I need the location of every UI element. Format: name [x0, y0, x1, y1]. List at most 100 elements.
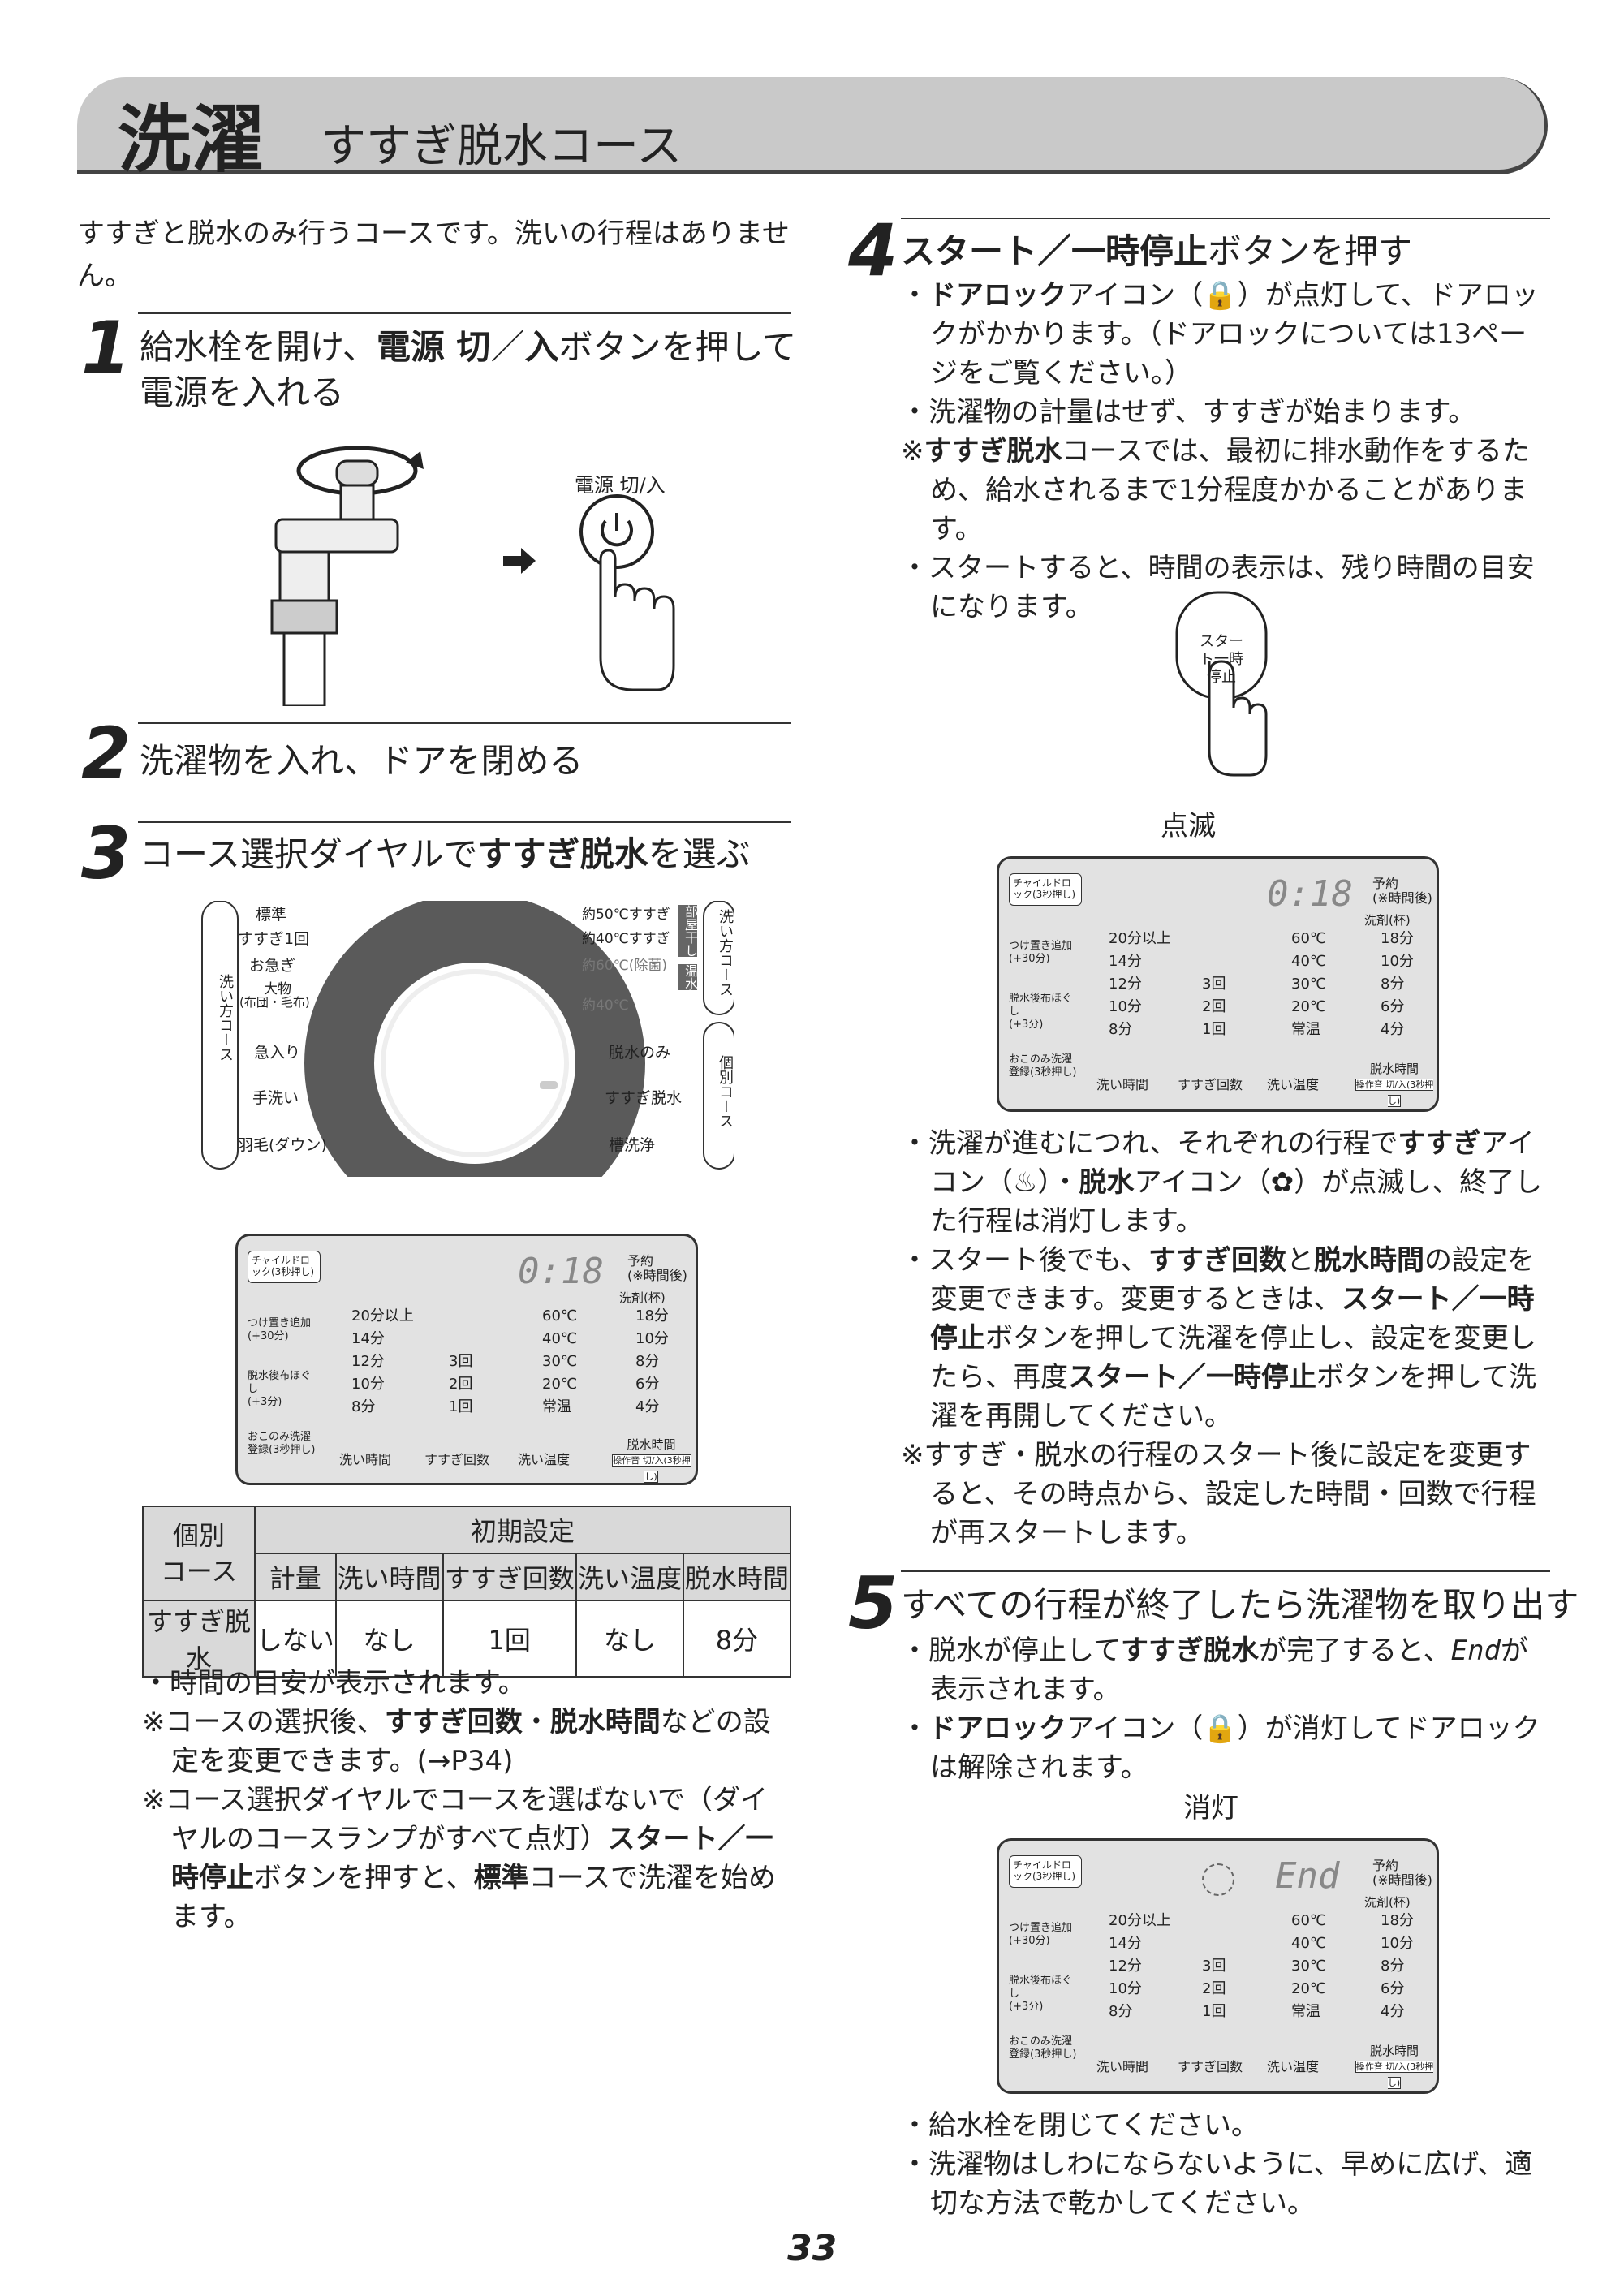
step-title: 給水栓を開け、電源 切／入ボタンを押して電源を入れる: [140, 327, 797, 412]
faucet-illustration: [270, 446, 675, 706]
control-panel: チャイルドロック(3秒押し) つけ置き追加(+30分) 脱水後布ほぐし(+3分)…: [235, 1234, 698, 1485]
divider: [138, 821, 791, 823]
side-label: 温水: [678, 964, 698, 990]
table-col-header: 計量: [254, 1553, 337, 1601]
step-title: 洗濯物を入れ、ドアを閉める: [140, 741, 584, 781]
table-header-course: 個別コース: [142, 1506, 256, 1601]
table-cell: 1回: [442, 1600, 577, 1678]
dial-label: 約50℃すすぎ: [582, 907, 670, 923]
dial-label: お急ぎ: [249, 957, 296, 975]
dial-label: 大物: [264, 981, 291, 997]
table-row-header: すすぎ脱水: [142, 1600, 256, 1678]
rinse-count-button[interactable]: すすぎ回数: [424, 1452, 490, 1467]
child-lock-button[interactable]: チャイルドロック(3秒押し): [1009, 873, 1082, 906]
table-col-header: 脱水時間: [682, 1553, 792, 1601]
start-button-illustration: [1175, 591, 1268, 777]
rinse-icon: ♨: [1013, 1166, 1038, 1199]
step-title: スタート／一時停止ボタンを押す: [901, 231, 1413, 271]
spin-time-button[interactable]: 脱水時間操作音 切/入(3秒押し): [1355, 2044, 1434, 2089]
divider: [138, 312, 791, 314]
wash-time-button[interactable]: 洗い時間: [1096, 1077, 1149, 1092]
lock-icon: 🔒: [1203, 1712, 1238, 1745]
dial-label: 槽洗浄: [609, 1136, 656, 1154]
step-number: 1: [81, 306, 131, 390]
wash-temp-button[interactable]: 洗い温度: [1267, 1077, 1320, 1092]
rinse-count-button[interactable]: すすぎ回数: [1178, 1077, 1243, 1092]
wash-temp-button[interactable]: 洗い温度: [518, 1452, 571, 1467]
reserve-button[interactable]: 予約(※時間後): [1372, 1858, 1432, 1888]
table-col-header: 洗い時間: [334, 1553, 444, 1601]
detergent-label: 洗剤(杯): [619, 1290, 666, 1305]
start-pause-button-label: スタート一時停止: [1200, 633, 1243, 686]
step-title: すべての行程が終了したら洗濯物を取り出す: [901, 1585, 1579, 1625]
end-display: End: [1275, 1855, 1340, 1897]
door-lock-indicator-off: [1202, 1863, 1234, 1896]
dial-label: (布団・毛布): [239, 995, 310, 1010]
dial-label: 手洗い: [252, 1089, 299, 1107]
favorite-button[interactable]: おこのみ洗濯登録(3秒押し): [1009, 2035, 1077, 2061]
power-button-label: 電源 切/入: [575, 474, 666, 497]
side-label: 個別コース: [717, 1055, 734, 1128]
divider: [901, 218, 1550, 219]
side-label: 部屋干し: [678, 905, 698, 957]
page-title: 洗濯: [118, 97, 264, 183]
step-number: 4: [848, 209, 898, 292]
table-cell: なし: [575, 1600, 684, 1678]
add-wash-button[interactable]: つけ置き追加(+30分): [1009, 940, 1073, 965]
dial-label: すすぎ1回: [238, 930, 310, 948]
page-number: 33: [787, 2228, 838, 2269]
wash-time-button[interactable]: 洗い時間: [339, 1452, 392, 1467]
wash-time-button[interactable]: 洗い時間: [1096, 2059, 1149, 2074]
dial-label: 約40℃: [582, 997, 629, 1014]
step5-bullets: ・脱水が停止してすすぎ脱水が完了すると、Endが表示されます。 ・ドアロックアイ…: [901, 1635, 1540, 1784]
dial-label: 羽毛(ダウン): [238, 1136, 327, 1154]
time-display: 0:18: [1267, 873, 1353, 915]
divider: [901, 1570, 1550, 1572]
page-subtitle: すすぎ脱水コース: [321, 120, 683, 173]
child-lock-button[interactable]: チャイルドロック(3秒押し): [1009, 1855, 1082, 1888]
control-panel: チャイルドロック(3秒押し) つけ置き追加(+30分) 脱水後布ほぐし(+3分)…: [997, 856, 1439, 1112]
rinse-count-button[interactable]: すすぎ回数: [1178, 2059, 1243, 2074]
blink-label: 点滅: [1161, 810, 1216, 842]
loosen-button[interactable]: 脱水後布ほぐし(+3分): [1009, 993, 1073, 1031]
step-title: コース選択ダイヤルですすぎ脱水を選ぶ: [140, 834, 751, 874]
reserve-button[interactable]: 予約(※時間後): [1372, 876, 1432, 906]
spin-time-button[interactable]: 脱水時間操作音 切/入(3秒押し): [1355, 1062, 1434, 1107]
side-label: 洗い方コース: [717, 909, 734, 997]
detergent-label: 洗剤(杯): [1364, 1895, 1411, 1910]
loosen-button[interactable]: 脱水後布ほぐし(+3分): [248, 1370, 312, 1408]
table-header-initial: 初期設定: [254, 1506, 791, 1554]
favorite-button[interactable]: おこのみ洗濯登録(3秒押し): [248, 1431, 316, 1456]
intro-text: すすぎと脱水のみ行うコースです。洗いの行程はありません。: [77, 218, 790, 292]
dial-label: すすぎ脱水: [605, 1089, 683, 1107]
notes-left: ・時間の目安が表示されます。 ※コースの選択後、すすぎ回数・脱水時間などの設定を…: [142, 1667, 776, 1933]
favorite-button[interactable]: おこのみ洗濯登録(3秒押し): [1009, 1053, 1077, 1079]
add-wash-button[interactable]: つけ置き追加(+30分): [248, 1317, 312, 1342]
table-col-header: 洗い温度: [575, 1553, 684, 1601]
time-display: 0:18: [518, 1251, 604, 1292]
page-header: 洗濯 すすぎ脱水コース: [77, 77, 1548, 183]
table-cell: 8分: [682, 1600, 792, 1678]
reserve-button[interactable]: 予約(※時間後): [627, 1253, 687, 1283]
dial-label: 約40℃すすぎ: [582, 931, 670, 947]
child-lock-button[interactable]: チャイルドロック(3秒押し): [248, 1251, 321, 1283]
add-wash-button[interactable]: つけ置き追加(+30分): [1009, 1922, 1073, 1947]
course-dial-diagram: 洗い方コース 洗い方コース 個別コース 部屋干し 温水 標準 すすぎ1回 お急ぎ…: [199, 901, 734, 1177]
spin-time-button[interactable]: 脱水時間操作音 切/入(3秒押し): [612, 1437, 691, 1483]
step4-bullets: ・ドアロックアイコン（🔒）が点灯して、ドアロックがかかります。（ドアロックについ…: [901, 279, 1539, 623]
detergent-label: 洗剤(杯): [1364, 913, 1411, 928]
loosen-button[interactable]: 脱水後布ほぐし(+3分): [1009, 1975, 1073, 2013]
step-number: 5: [848, 1562, 898, 1645]
dial-label: 脱水のみ: [609, 1044, 671, 1062]
wash-temp-button[interactable]: 洗い温度: [1267, 2059, 1320, 2074]
lock-icon: 🔒: [1203, 279, 1238, 312]
